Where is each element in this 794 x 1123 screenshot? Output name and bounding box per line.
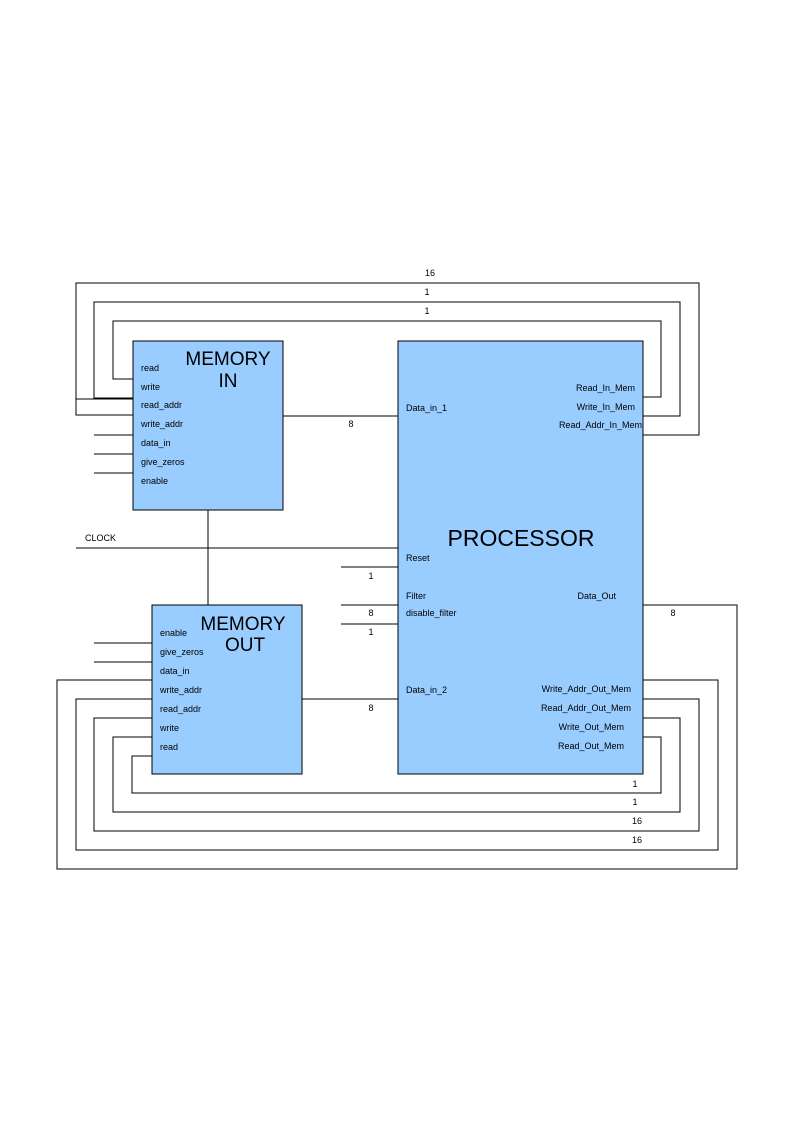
memory-in-port-data-in: data_in bbox=[141, 438, 171, 448]
memory-in-port-read: read bbox=[141, 363, 159, 373]
bus-width-data-out: 8 bbox=[670, 608, 675, 618]
wire-write-in-mem bbox=[93, 301, 681, 417]
memory-out-block: MEMORY OUT enable give_zeros data_in wri… bbox=[151, 604, 303, 775]
processor-port-data-out: Data_Out bbox=[577, 591, 616, 601]
bus-width-top-middle: 1 bbox=[424, 287, 429, 297]
bus-width-bottom-1: 1 bbox=[632, 779, 637, 789]
memory-out-box bbox=[151, 604, 303, 775]
wire-read-addr-out-mem bbox=[93, 698, 700, 832]
memory-in-block: MEMORY IN read write read_addr write_add… bbox=[132, 340, 284, 511]
wire-read-out-mem bbox=[131, 736, 662, 794]
memory-in-port-give-zeros: give_zeros bbox=[141, 457, 185, 467]
clock-label: CLOCK bbox=[85, 533, 116, 543]
wire-read-in-mem bbox=[112, 320, 662, 398]
bus-labels: CLOCK 16 1 1 8 1 8 1 8 8 1 1 16 16 bbox=[85, 268, 676, 845]
bus-width-bottom-3: 16 bbox=[632, 816, 642, 826]
memory-out-port-enable: enable bbox=[160, 628, 187, 638]
processor-port-read-addr-in-mem: Read_Addr_In_Mem bbox=[559, 420, 642, 430]
memory-out-port-write-addr: write_addr bbox=[159, 685, 202, 695]
wire-data-out bbox=[56, 604, 738, 870]
processor-port-disable-filter: disable_filter bbox=[406, 608, 457, 618]
processor-port-data-in-1: Data_in_1 bbox=[406, 403, 447, 413]
bus-width-top-outer: 16 bbox=[425, 268, 435, 278]
wire-read-addr-in-mem bbox=[75, 282, 700, 436]
wires bbox=[56, 282, 738, 870]
memory-out-port-data-in: data_in bbox=[160, 666, 190, 676]
processor-port-data-in-2: Data_in_2 bbox=[406, 685, 447, 695]
bus-width-data-in-1: 8 bbox=[348, 419, 353, 429]
memory-in-port-enable: enable bbox=[141, 476, 168, 486]
processor-port-read-addr-out-mem: Read_Addr_Out_Mem bbox=[541, 703, 631, 713]
memory-in-title-line2: IN bbox=[219, 371, 238, 392]
bus-width-data-in-2: 8 bbox=[368, 703, 373, 713]
processor-port-read-in-mem: Read_In_Mem bbox=[576, 383, 635, 393]
processor-title: PROCESSOR bbox=[448, 525, 595, 551]
bus-width-disable-filter-below: 1 bbox=[368, 627, 373, 637]
processor-block: PROCESSOR Data_in_1 Reset Filter disable… bbox=[397, 340, 644, 775]
bus-width-filter: 1 bbox=[368, 571, 373, 581]
processor-port-write-addr-out-mem: Write_Addr_Out_Mem bbox=[542, 684, 631, 694]
memory-out-title-line2: OUT bbox=[225, 635, 266, 656]
memory-out-port-write: write bbox=[159, 723, 179, 733]
memory-out-port-read-addr: read_addr bbox=[160, 704, 201, 714]
wire-write-out-mem bbox=[112, 717, 681, 813]
bus-width-bottom-2: 1 bbox=[632, 797, 637, 807]
memory-in-port-read-addr: read_addr bbox=[141, 400, 182, 410]
wire-write-addr-out-mem bbox=[75, 679, 719, 851]
processor-port-write-in-mem: Write_In_Mem bbox=[577, 402, 635, 412]
memory-in-box bbox=[132, 340, 284, 511]
processor-port-reset: Reset bbox=[406, 553, 430, 563]
bus-width-top-inner: 1 bbox=[424, 306, 429, 316]
memory-in-port-write: write bbox=[140, 382, 160, 392]
processor-port-read-out-mem: Read_Out_Mem bbox=[558, 741, 624, 751]
memory-out-port-read: read bbox=[160, 742, 178, 752]
memory-out-port-give-zeros: give_zeros bbox=[160, 647, 204, 657]
processor-port-filter: Filter bbox=[406, 591, 426, 601]
memory-in-port-write-addr: write_addr bbox=[140, 419, 183, 429]
processor-box bbox=[397, 340, 644, 775]
memory-in-title-line1: MEMORY bbox=[185, 349, 270, 370]
bus-width-bottom-4: 16 bbox=[632, 835, 642, 845]
memory-out-title-line1: MEMORY bbox=[200, 614, 285, 635]
bus-width-disable-filter: 8 bbox=[368, 608, 373, 618]
processor-port-write-out-mem: Write_Out_Mem bbox=[559, 722, 624, 732]
